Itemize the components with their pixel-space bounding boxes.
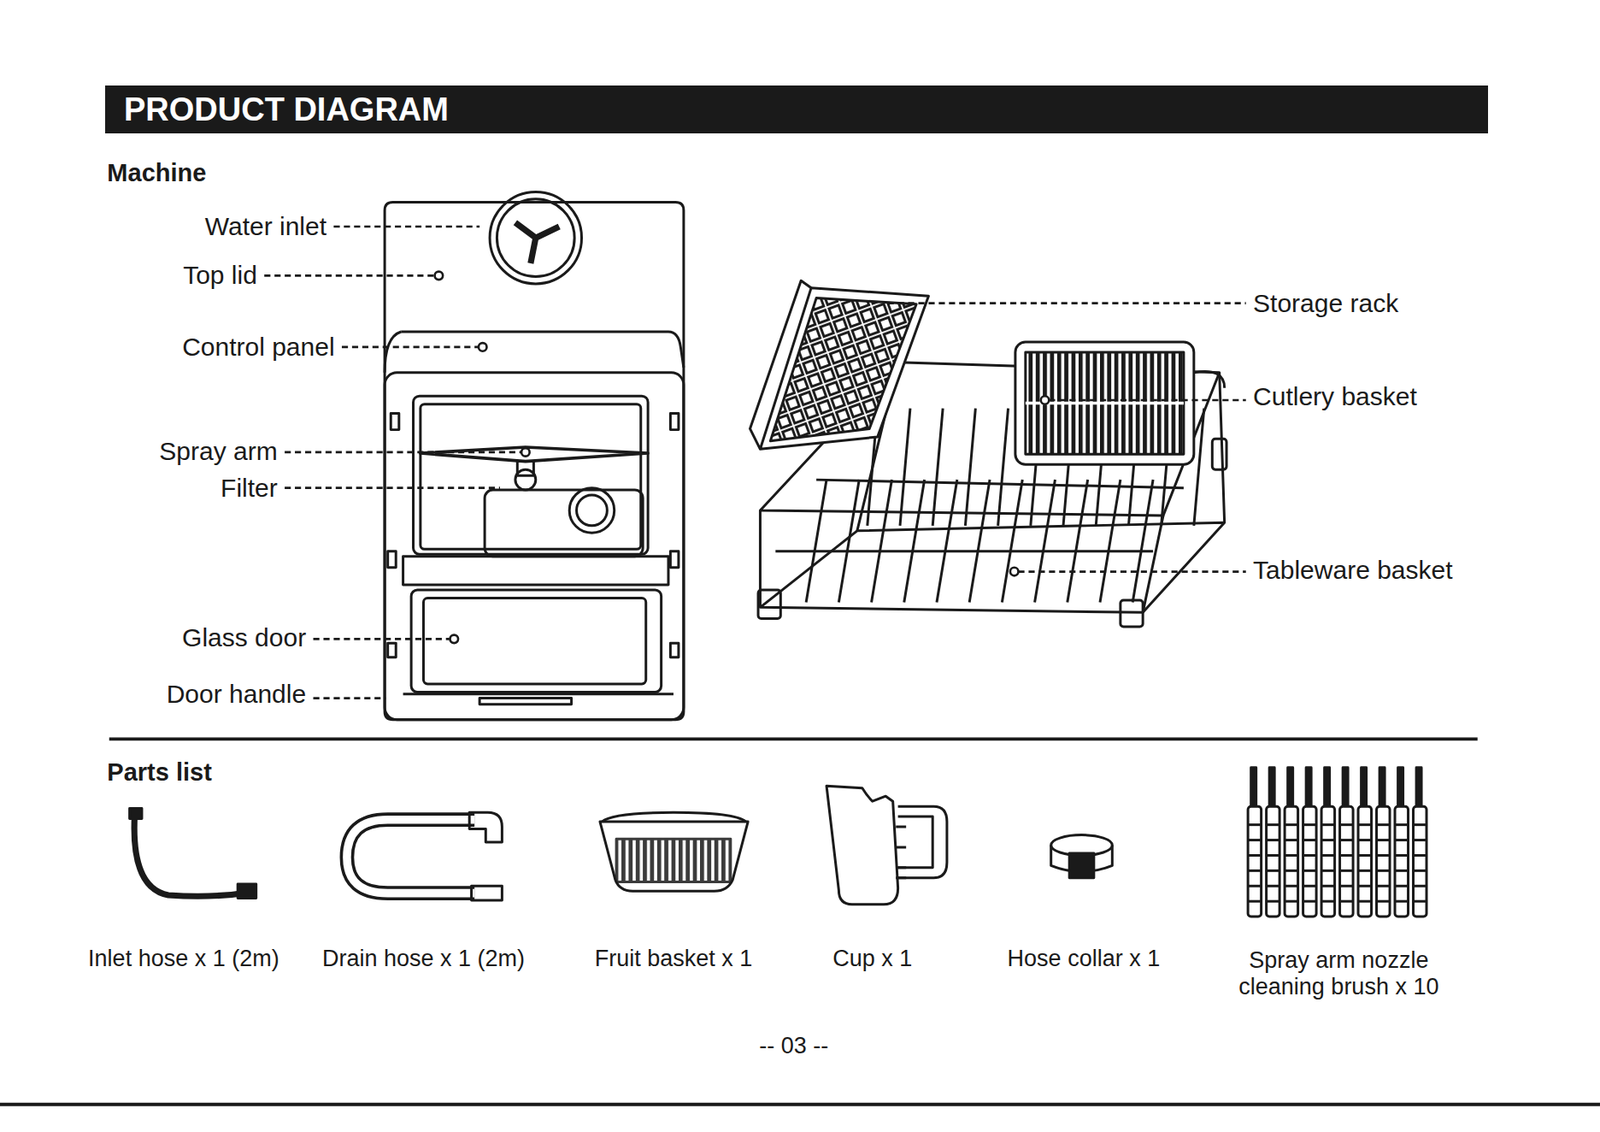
part-caption: Cup x 1 xyxy=(832,946,912,973)
part-caption: Hose collar x 1 xyxy=(1007,946,1161,973)
part-name: Door handle xyxy=(166,679,306,710)
part-name: Water inlet xyxy=(205,211,327,242)
part-name: Spray arm xyxy=(158,435,277,466)
part-caption: Spray arm nozzle cleaning brush x 10 xyxy=(1214,947,1463,1000)
part-name: Storage rack xyxy=(1252,288,1399,318)
part-name: Top lid xyxy=(182,260,258,291)
part-name: Cutlery basket xyxy=(1252,382,1418,412)
title-band: PRODUCT DIAGRAM xyxy=(105,85,1489,134)
part-caption: Drain hose x 1 (2m) xyxy=(322,946,525,973)
page-number: -- 03 -- xyxy=(758,1032,829,1059)
part-name: Filter xyxy=(220,472,278,503)
part-name: Glass door xyxy=(182,623,306,653)
part-name: Control panel xyxy=(182,332,335,363)
part-caption: Inlet hose x 1 (2m) xyxy=(88,946,280,973)
section-heading: Parts list xyxy=(106,758,212,787)
section-heading: Machine xyxy=(106,158,206,188)
page-title: PRODUCT DIAGRAM xyxy=(123,91,449,129)
part-caption: Fruit basket x 1 xyxy=(594,946,753,973)
part-name: Tableware basket xyxy=(1252,555,1453,586)
